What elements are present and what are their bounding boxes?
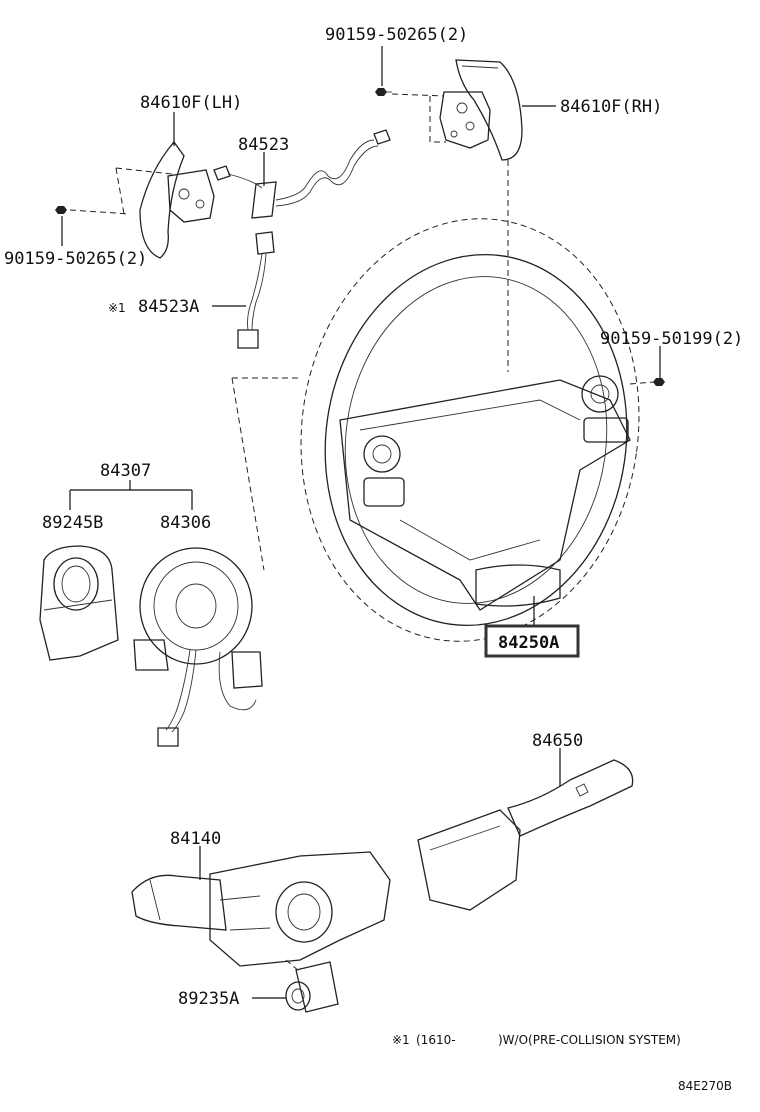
bolt-rh-icon	[375, 46, 445, 97]
sensor-dash-line	[285, 959, 301, 973]
wire-harness[interactable]	[213, 129, 391, 219]
steering-sensor[interactable]	[39, 545, 119, 661]
bolt-lh-icon	[55, 206, 131, 246]
paddle-shifter-lh[interactable]	[139, 140, 215, 259]
lh-dash-box	[115, 167, 173, 215]
label-steering-wheel: 84250A	[498, 633, 559, 653]
paddle-shifter-rh[interactable]	[439, 59, 523, 161]
label-bolt-lh: 90159-50265(2)	[4, 249, 147, 269]
label-spiral-assy: 84307	[100, 461, 151, 481]
footnote-mark: ※1	[392, 1033, 410, 1047]
footnote-text-left: (1610-	[416, 1033, 456, 1047]
wire-harness-alt[interactable]	[237, 231, 275, 349]
spiral-cable[interactable]	[133, 547, 263, 747]
label-paddle-lh: 84610F(LH)	[140, 93, 242, 113]
label-spiral-sensor: 89245B	[42, 513, 103, 533]
rh-dash-box	[429, 96, 446, 143]
turn-signal-switch[interactable]	[131, 851, 391, 967]
label-wiper-switch: 84650	[532, 731, 583, 751]
label-paddle-rh: 84610F(RH)	[560, 97, 662, 117]
wheel-dash-box	[231, 377, 300, 571]
bottom-sensor[interactable]	[285, 961, 339, 1013]
wiper-switch[interactable]	[417, 759, 634, 911]
highlight-box	[484, 624, 580, 658]
label-turn-switch: 84140	[170, 829, 221, 849]
harness-alt-mark: ※1	[108, 301, 126, 315]
label-harness-alt: 84523A	[138, 297, 199, 317]
label-harness: 84523	[238, 135, 289, 155]
footnote-text-right: )W/O(PRE-COLLISION SYSTEM)	[498, 1033, 681, 1047]
diagram-code: 84E270B	[678, 1079, 732, 1093]
label-bolt-rh: 90159-50265(2)	[325, 25, 468, 45]
spiral-assy-bracket	[69, 480, 193, 510]
label-bottom-sensor: 89235A	[178, 989, 239, 1009]
label-bolt-wheel: 90159-50199(2)	[600, 329, 743, 349]
label-spiral-cable: 84306	[160, 513, 211, 533]
steering-wheel[interactable]	[274, 197, 666, 664]
bolt-wheel-icon	[629, 346, 665, 386]
